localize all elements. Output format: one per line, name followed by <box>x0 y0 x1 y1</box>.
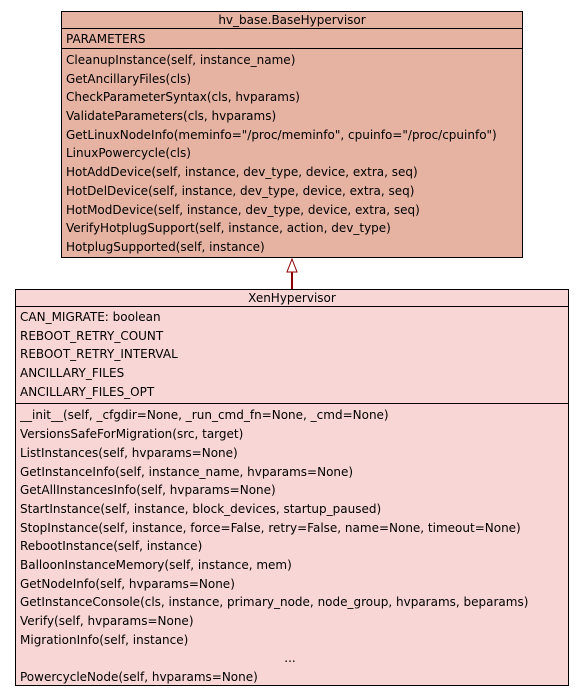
base-class-method: ValidateParameters(cls, hvparams) <box>66 109 277 124</box>
derived-class-ellipsis: ... <box>284 651 296 666</box>
derived-class-method: PowercycleNode(self, hvparams=None) <box>20 670 258 685</box>
base-class-method: CleanupInstance(self, instance_name) <box>66 53 296 67</box>
derived-class-method: GetNodeInfo(self, hvparams=None) <box>20 576 235 591</box>
derived-class-attributes: CAN_MIGRATE: boolean REBOOT_RETRY_COUNT … <box>16 307 568 405</box>
derived-class-attribute: REBOOT_RETRY_COUNT <box>20 328 164 343</box>
derived-class-method: GetInstanceConsole(cls, instance, primar… <box>20 595 529 610</box>
inheritance-arrowhead-icon <box>286 257 298 273</box>
base-class-box[interactable]: hv_base.BaseHypervisor PARAMETERS Cleanu… <box>61 11 523 258</box>
base-class-method: HotplugSupported(self, instance) <box>66 239 265 254</box>
base-class-title: hv_base.BaseHypervisor <box>62 12 522 29</box>
derived-class-method: GetAllInstancesInfo(self, hvparams=None) <box>20 483 276 498</box>
base-class-attribute: PARAMETERS <box>66 32 146 46</box>
derived-class-method: Verify(self, hvparams=None) <box>20 614 194 628</box>
derived-class-attribute: REBOOT_RETRY_INTERVAL <box>20 347 178 362</box>
derived-class-method: MigrationInfo(self, instance) <box>20 632 189 647</box>
derived-class-box[interactable]: XenHypervisor CAN_MIGRATE: boolean REBOO… <box>15 289 569 686</box>
base-class-method: GetAncillaryFiles(cls) <box>66 71 192 86</box>
derived-class-title: XenHypervisor <box>16 290 568 307</box>
base-class-method: CheckParameterSyntax(cls, hvparams) <box>66 90 300 105</box>
base-class-method: GetLinuxNodeInfo(meminfo="/proc/meminfo"… <box>66 127 497 142</box>
derived-class-method: VersionsSafeForMigration(src, target) <box>20 427 244 442</box>
base-class-method: HotDelDevice(self, instance, dev_type, d… <box>66 183 415 198</box>
derived-class-methods: __init__(self, _cfgdir=None, _run_cmd_fn… <box>16 404 568 688</box>
derived-class-attribute: CAN_MIGRATE: boolean <box>20 310 161 324</box>
derived-class-method: StartInstance(self, instance, block_devi… <box>20 501 382 516</box>
derived-class-method: BalloonInstanceMemory(self, instance, me… <box>20 557 292 572</box>
base-class-method: HotModDevice(self, instance, dev_type, d… <box>66 202 420 217</box>
derived-class-attribute: ANCILLARY_FILES <box>20 366 125 381</box>
derived-class-method: __init__(self, _cfgdir=None, _run_cmd_fn… <box>20 408 389 423</box>
base-class-methods: CleanupInstance(self, instance_name) Get… <box>62 49 522 259</box>
derived-class-method: ListInstances(self, hvparams=None) <box>20 445 238 460</box>
base-class-method: HotAddDevice(self, instance, dev_type, d… <box>66 165 418 180</box>
base-class-attributes: PARAMETERS <box>62 29 522 49</box>
base-class-method: VerifyHotplugSupport(self, instance, act… <box>66 221 391 236</box>
derived-class-method: RebootInstance(self, instance) <box>20 539 203 554</box>
derived-class-method: StopInstance(self, instance, force=False… <box>20 520 521 535</box>
base-class-method: LinuxPowercycle(cls) <box>66 146 191 161</box>
derived-class-attribute: ANCILLARY_FILES_OPT <box>20 384 155 399</box>
derived-class-method: GetInstanceInfo(self, instance_name, hvp… <box>20 464 354 479</box>
